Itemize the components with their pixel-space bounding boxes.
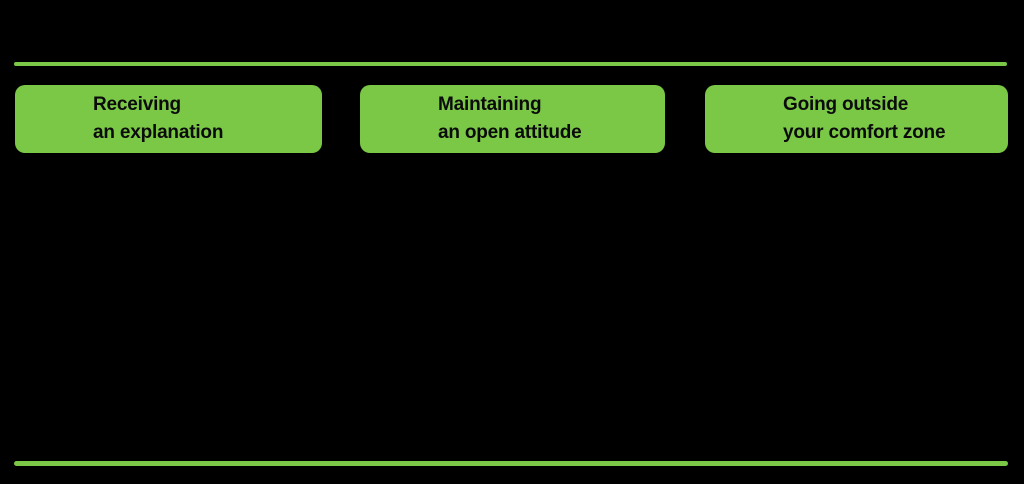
- box-going-outside-comfort-zone: Going outside your comfort zone: [705, 85, 1008, 153]
- top-divider-line: [14, 62, 1007, 66]
- box-label-line: Maintaining: [438, 94, 542, 115]
- box-receiving-explanation: Receiving an explanation: [15, 85, 322, 153]
- box-label-line: an open attitude: [438, 122, 582, 143]
- bottom-divider-line: [14, 461, 1008, 466]
- box-label-line: an explanation: [93, 122, 224, 143]
- box-maintaining-open-attitude: Maintaining an open attitude: [360, 85, 665, 153]
- box-label-line: Going outside: [783, 94, 909, 115]
- box-label-line: your comfort zone: [783, 122, 946, 143]
- box-label-line: Receiving: [93, 94, 181, 115]
